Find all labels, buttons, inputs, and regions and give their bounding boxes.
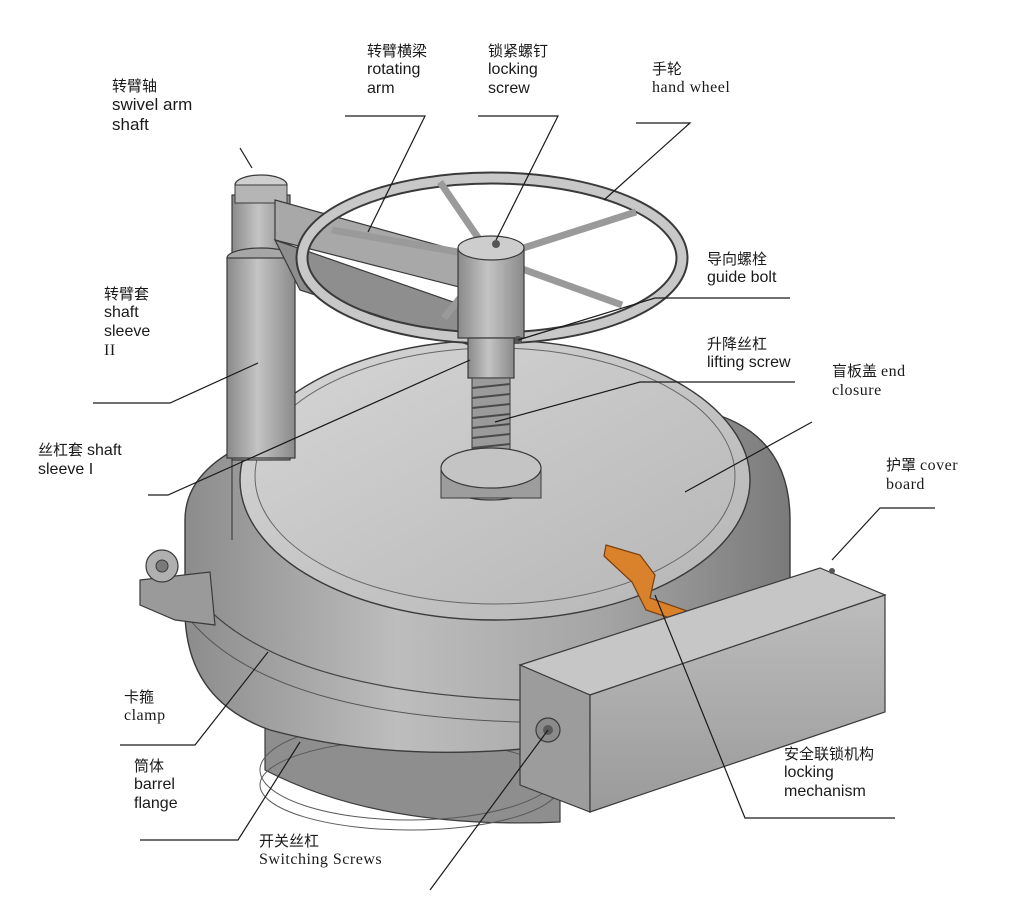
label-hand-wheel: 手轮 hand wheel [652, 60, 730, 97]
cover-board [518, 567, 887, 813]
label-en: hand wheel [652, 79, 731, 96]
label-en: barrel [134, 776, 175, 793]
label-switching-screws: 开关丝杠 Switching Screws [259, 832, 382, 869]
label-end-closure: 盲板盖 end closure [832, 362, 906, 400]
label-en: sleeve [104, 323, 151, 341]
label-zh: 导向螺栓 [707, 250, 768, 268]
label-shaft-sleeve-ii: 转臂套 shaft sleeve II [104, 285, 150, 361]
label-zh: 安全联锁机构 [784, 745, 875, 763]
label-en: lifting screw [707, 354, 791, 371]
label-clamp: 卡箍 clamp [124, 688, 166, 725]
label-rotating-arm: 转臂横梁 rotating arm [367, 42, 427, 98]
wheel-hub [457, 235, 525, 344]
label-zh: 丝杠套 [38, 441, 84, 459]
label-en: locking [488, 61, 538, 78]
label-en: board [886, 476, 925, 494]
leader-lines [93, 115, 935, 891]
label-en: shaft [87, 442, 122, 459]
label-en: swivel arm [112, 95, 193, 114]
label-lifting-screw: 升降丝杠 lifting screw [707, 335, 791, 372]
clamp-lug [139, 549, 216, 626]
label-en: guide bolt [707, 269, 777, 286]
label-shaft-sleeve-i: 丝杠套 shaft sleeve I [38, 441, 122, 479]
label-en: Switching Screws [259, 851, 383, 868]
label-zh: 升降丝杠 [707, 335, 768, 353]
label-locking-mechanism: 安全联锁机构 locking mechanism [784, 745, 874, 801]
label-en: end [881, 363, 906, 380]
label-en: screw [488, 80, 530, 98]
label-zh: 卡箍 [124, 688, 155, 706]
label-en: shaft [112, 115, 149, 135]
label-en: shaft [104, 304, 139, 321]
label-zh: 转臂套 [104, 285, 150, 303]
label-en: II [104, 342, 116, 360]
label-cover-board: 护罩 cover board [886, 456, 958, 494]
label-en: flange [134, 795, 178, 813]
label-guide-bolt: 导向螺栓 guide bolt [707, 250, 776, 287]
label-locking-screw: 锁紧螺钉 locking screw [488, 42, 548, 98]
label-en: closure [832, 382, 882, 400]
label-zh: 转臂轴 [112, 77, 158, 95]
label-zh: 手轮 [652, 60, 683, 78]
label-en: locking [784, 764, 834, 781]
label-zh: 盲板盖 [832, 362, 878, 380]
label-en: mechanism [784, 783, 866, 801]
label-zh: 筒体 [134, 757, 165, 775]
label-zh: 转臂横梁 [367, 42, 428, 60]
label-zh: 护罩 [886, 456, 917, 474]
label-zh: 开关丝杠 [259, 832, 320, 850]
label-en: cover [920, 457, 959, 474]
label-zh: 锁紧螺钉 [488, 42, 549, 60]
label-barrel-flange: 筒体 barrel flange [134, 757, 178, 813]
label-swivel-arm-shaft: 转臂轴 swivel arm shaft [112, 77, 192, 136]
label-en: clamp [124, 707, 166, 724]
label-en: arm [367, 80, 395, 98]
label-en: sleeve I [38, 461, 94, 479]
lifting-screw-assembly [440, 337, 542, 501]
label-en: rotating [367, 61, 421, 78]
